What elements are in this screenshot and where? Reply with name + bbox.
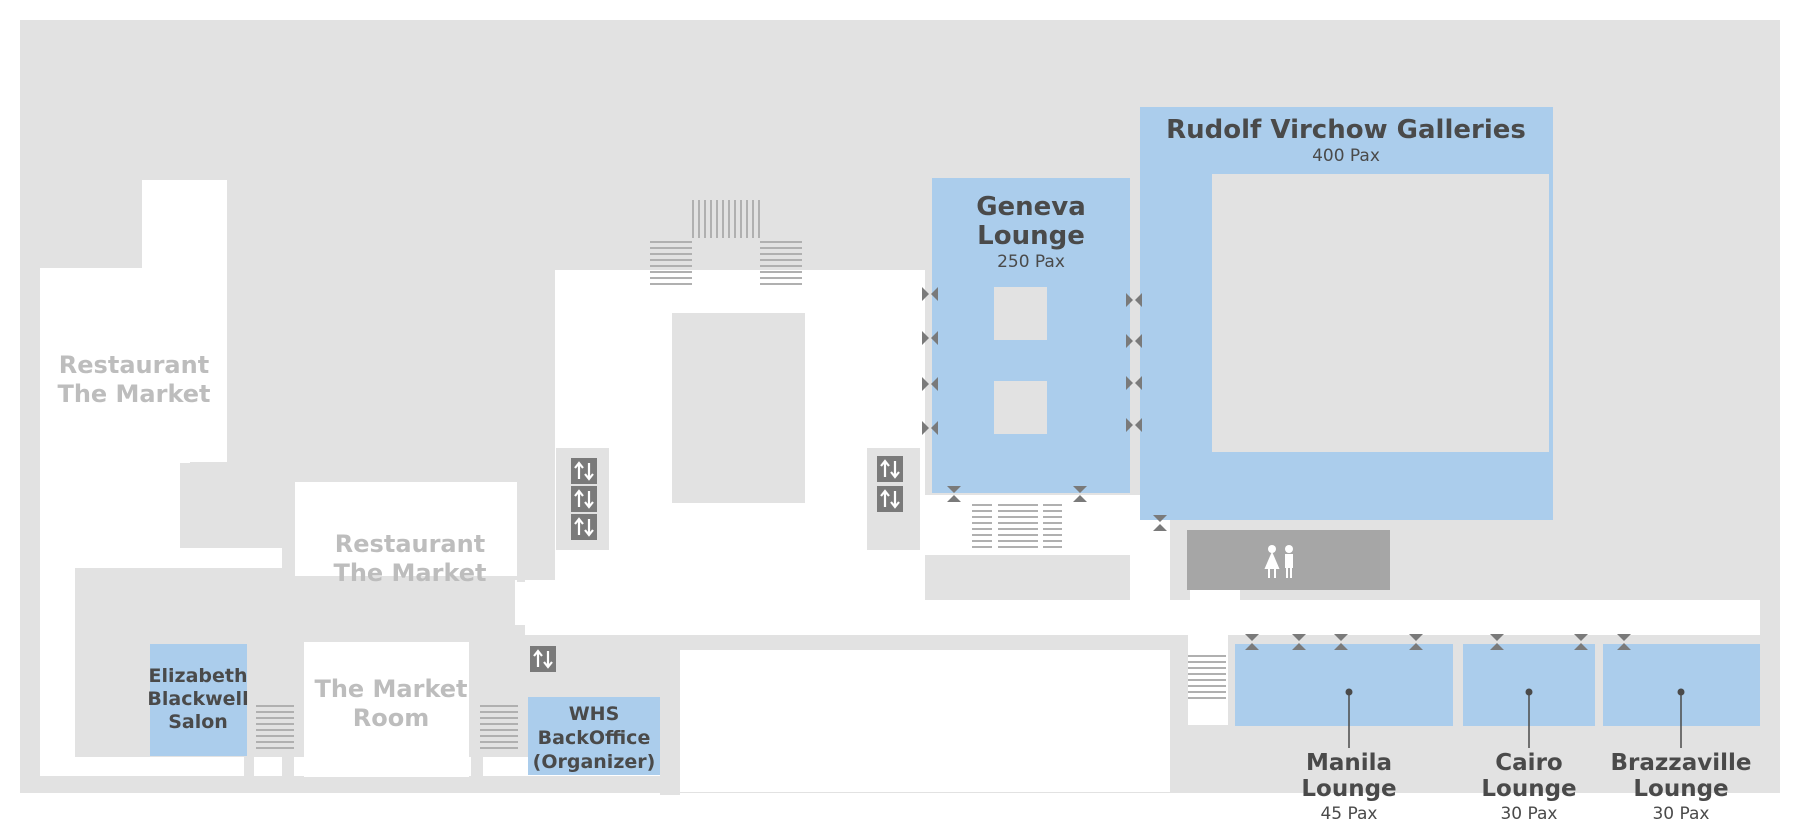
- restaurant-2-line1: Restaurant: [335, 530, 485, 558]
- stairs-icon: [480, 705, 518, 749]
- elevator-icon: [569, 456, 599, 542]
- brazzaville-lounge-capacity: 30 Pax: [1652, 804, 1709, 824]
- market-room-line2: Room: [353, 704, 429, 732]
- rudolf-virchow-name: Rudolf Virchow Galleries: [1166, 115, 1526, 145]
- restroom-icon: [1187, 530, 1390, 590]
- elizabeth-blackwell-line2: Blackwell: [147, 688, 248, 710]
- manila-lounge-name-line1: Manila: [1306, 750, 1392, 776]
- restaurant-1-line2: The Market: [57, 380, 210, 408]
- rudolf-virchow-galleries[interactable]: Rudolf Virchow Galleries 400 Pax: [1140, 107, 1553, 520]
- restaurant-2-line2: The Market: [333, 559, 486, 587]
- stairs-icon: [650, 200, 802, 285]
- the-market-room: The Market Room: [314, 675, 467, 732]
- geneva-lounge-name-line2: Lounge: [977, 221, 1085, 251]
- manila-lounge-name-line2: Lounge: [1301, 776, 1396, 802]
- rudolf-virchow-capacity: 400 Pax: [1312, 146, 1380, 166]
- market-room-area: [304, 642, 469, 777]
- cairo-lounge[interactable]: Cairo Lounge 30 Pax: [1463, 644, 1595, 824]
- restaurant-the-market-1: Restaurant The Market: [57, 351, 210, 408]
- stairs-icon: [1188, 655, 1226, 699]
- manila-lounge[interactable]: Manila Lounge 45 Pax: [1235, 644, 1453, 824]
- geneva-lounge-capacity: 250 Pax: [997, 252, 1065, 272]
- elizabeth-blackwell-line3: Salon: [168, 711, 228, 733]
- cairo-lounge-capacity: 30 Pax: [1500, 804, 1557, 824]
- cairo-lounge-name-line2: Lounge: [1481, 776, 1576, 802]
- brazzaville-lounge-name-line1: Brazzaville: [1611, 750, 1752, 776]
- brazzaville-lounge-name-line2: Lounge: [1633, 776, 1728, 802]
- cairo-lounge-name-line1: Cairo: [1495, 750, 1562, 776]
- whs-backoffice[interactable]: WHS BackOffice (Organizer): [528, 697, 660, 775]
- stairs-icon: [972, 504, 1062, 548]
- brazzaville-lounge[interactable]: Brazzaville Lounge 30 Pax: [1603, 644, 1760, 824]
- restaurant-1-line1: Restaurant: [59, 351, 209, 379]
- elizabeth-blackwell-salon[interactable]: Elizabeth Blackwell Salon: [147, 644, 249, 756]
- whs-backoffice-line3: (Organizer): [533, 751, 656, 773]
- whs-backoffice-line1: WHS: [569, 703, 620, 725]
- whs-backoffice-line2: BackOffice: [538, 727, 651, 749]
- manila-lounge-capacity: 45 Pax: [1320, 804, 1377, 824]
- market-room-line1: The Market: [314, 675, 467, 703]
- elevator-icon: [528, 644, 558, 674]
- geneva-lounge[interactable]: Geneva Lounge 250 Pax: [932, 178, 1130, 493]
- elizabeth-blackwell-line1: Elizabeth: [149, 665, 248, 687]
- restaurant-the-market-2: Restaurant The Market: [333, 530, 486, 587]
- stairs-icon: [256, 705, 294, 749]
- geneva-lounge-name-line1: Geneva: [976, 192, 1086, 222]
